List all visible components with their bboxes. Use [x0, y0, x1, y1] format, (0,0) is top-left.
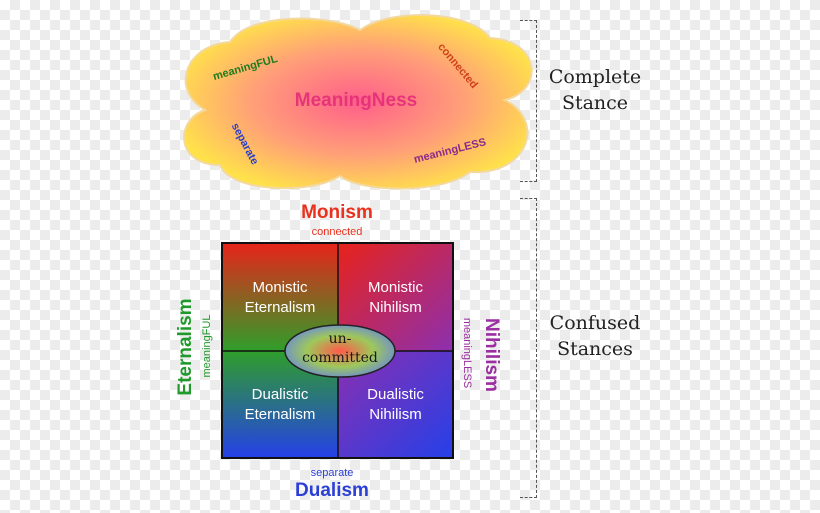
quadrant-dualistic-eternalism: Dualistic Eternalism: [244, 386, 316, 423]
axis-monism-sub: connected: [311, 226, 363, 238]
uncommitted-label: un- committed: [302, 331, 378, 366]
confused-stances-label: Confused Stances: [549, 312, 641, 360]
complete-stance-label: Complete Stance: [548, 66, 642, 114]
axis-monism-title: Monism: [301, 202, 373, 223]
axis-nihilism-title: Nihilism: [481, 318, 502, 392]
axis-eternalism-title: Eternalism: [175, 298, 196, 396]
cloud-title: MeaningNess: [294, 90, 418, 111]
quadrant-dualistic-nihilism: Dualistic Nihilism: [367, 386, 424, 423]
axis-dualism-sub: separate: [310, 467, 354, 479]
axis-eternalism-sub: meaningFUL: [201, 314, 213, 378]
axis-nihilism-sub: meaningLESS: [461, 317, 473, 389]
complete-stance-bracket: [520, 20, 537, 182]
cloud-shape: [183, 14, 533, 190]
quadrant-monistic-eternalism: Monistic Eternalism: [244, 279, 316, 316]
uncommitted-oval: [284, 324, 396, 378]
axis-dualism-title: Dualism: [295, 480, 369, 501]
confused-stances-bracket: [520, 198, 537, 498]
quadrant-monistic-nihilism: Monistic Nihilism: [367, 279, 423, 316]
